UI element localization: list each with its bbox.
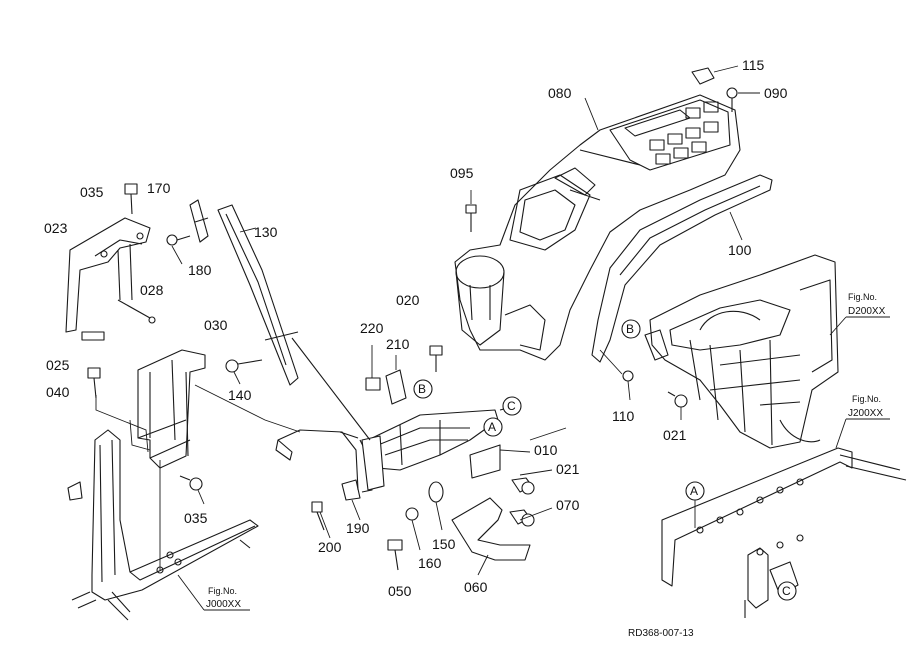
callout-b-center: B	[413, 379, 433, 399]
label-115: 115	[742, 57, 765, 73]
bolt-070	[509, 509, 535, 527]
svg-text:C: C	[782, 584, 791, 598]
label-021-center: 021	[556, 461, 580, 477]
bolt-021-b	[511, 477, 535, 495]
label-160: 160	[418, 555, 442, 571]
lever-130	[217, 204, 371, 441]
label-095: 095	[450, 165, 474, 181]
screw-028	[117, 299, 156, 324]
plate-210	[385, 355, 407, 405]
screw-110	[622, 370, 634, 401]
label-080: 080	[548, 85, 572, 101]
svg-text:B: B	[418, 382, 426, 396]
callout-c-right: C	[777, 581, 797, 601]
label-010: 010	[534, 442, 558, 458]
step-plate	[661, 447, 907, 618]
bracket-030	[137, 349, 206, 469]
label-190: 190	[346, 520, 370, 536]
spacer-025	[81, 331, 105, 341]
callout-a-center: A	[483, 417, 503, 437]
clamp-150	[428, 481, 444, 531]
cap-115	[691, 65, 739, 85]
bracket-060	[451, 497, 531, 576]
side-cover-100	[591, 174, 773, 363]
svg-text:J200XX: J200XX	[848, 408, 883, 419]
label-021-right: 021	[663, 427, 687, 443]
bracket-023	[65, 217, 151, 333]
svg-text:B: B	[626, 322, 634, 336]
bolt-035-b	[179, 475, 205, 505]
bolt-200	[311, 501, 331, 539]
label-025: 025	[46, 357, 70, 373]
bolt-021-a	[667, 391, 688, 420]
label-200: 200	[318, 539, 342, 555]
svg-text:Fig.No.: Fig.No.	[208, 586, 237, 596]
label-100: 100	[728, 242, 752, 258]
fig-ref-j000xx: Fig.No. J000XX	[177, 574, 250, 611]
label-090: 090	[764, 85, 788, 101]
label-130: 130	[254, 224, 278, 240]
label-035-bottom: 035	[184, 510, 208, 526]
label-060: 060	[464, 579, 488, 595]
label-150: 150	[432, 536, 456, 552]
drawing-code: RD368-007-13	[628, 628, 694, 639]
label-028: 028	[140, 282, 164, 298]
label-023: 023	[44, 220, 68, 236]
label-030: 030	[204, 317, 228, 333]
label-035-top: 035	[80, 184, 104, 200]
label-110: 110	[612, 408, 635, 424]
bolt-050	[387, 539, 403, 571]
bolt-020	[429, 345, 443, 372]
nut-220	[365, 345, 381, 391]
svg-text:A: A	[690, 484, 698, 498]
label-040: 040	[46, 384, 70, 400]
bracket-assembly-010	[359, 404, 521, 493]
label-220: 220	[360, 320, 384, 336]
svg-text:C: C	[507, 399, 516, 413]
svg-text:J000XX: J000XX	[206, 599, 241, 610]
bracket-170	[189, 199, 209, 243]
screw-095	[465, 190, 477, 232]
bolt-040	[87, 367, 101, 399]
label-210: 210	[386, 336, 410, 352]
callout-c-center: C	[502, 396, 522, 416]
callout-b-right: B	[621, 319, 641, 339]
nut-160	[405, 507, 421, 551]
clip-190	[341, 479, 361, 521]
lower-frame	[67, 429, 259, 621]
rod	[275, 429, 359, 491]
panel-cover-080	[454, 94, 741, 361]
svg-text:A: A	[488, 420, 496, 434]
bolt-035-a	[124, 183, 138, 215]
label-050: 050	[388, 583, 412, 599]
label-070: 070	[556, 497, 580, 513]
label-170: 170	[147, 180, 171, 196]
fig-ref-d200xx: Fig.No. D200XX	[829, 292, 890, 336]
svg-text:Fig.No.: Fig.No.	[848, 292, 877, 302]
svg-text:D200XX: D200XX	[848, 306, 886, 317]
bolt-180	[166, 234, 191, 265]
rear-frame	[644, 254, 839, 449]
svg-text:Fig.No.: Fig.No.	[852, 394, 881, 404]
bolt-140	[225, 359, 263, 385]
callout-a-right: A	[685, 481, 705, 528]
fig-ref-j200xx: Fig.No. J200XX	[835, 394, 890, 449]
screw-090	[726, 87, 760, 112]
label-020: 020	[396, 292, 420, 308]
label-140: 140	[228, 387, 252, 403]
label-180: 180	[188, 262, 212, 278]
